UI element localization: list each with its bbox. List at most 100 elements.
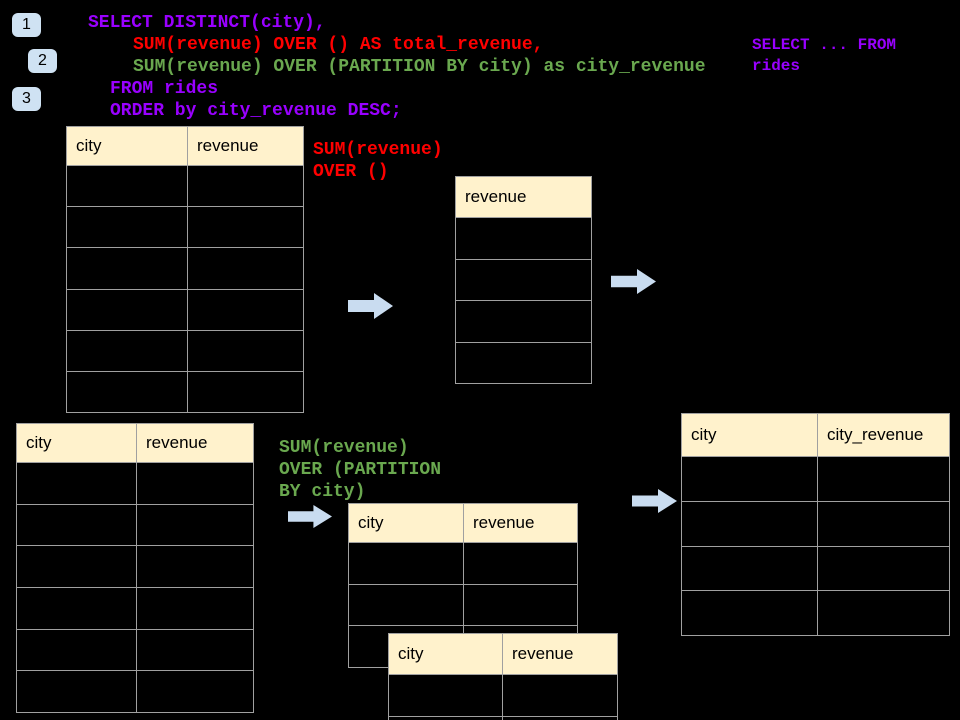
table-cell	[817, 590, 950, 637]
table-row	[348, 583, 578, 626]
table-cell	[136, 462, 254, 505]
table-cell	[66, 206, 188, 249]
table-cell	[187, 370, 304, 414]
table-total-revenue: revenue	[455, 176, 592, 384]
table-cell	[16, 587, 137, 630]
code-line-select: SELECT DISTINCT(city),	[88, 13, 326, 33]
table-row	[16, 587, 254, 630]
table-cell	[463, 583, 578, 626]
table-row	[16, 503, 254, 547]
table-cell	[817, 456, 950, 502]
table-row	[455, 258, 592, 301]
table-header-cell: revenue	[187, 126, 304, 166]
table-cell	[136, 545, 254, 589]
table-row	[455, 341, 592, 384]
table-cell	[455, 341, 592, 384]
table-cell	[187, 247, 304, 290]
table-cell	[187, 329, 304, 372]
table-cell	[66, 247, 188, 290]
table-cell	[348, 542, 464, 585]
table-cell	[502, 674, 618, 717]
annotation-over-partition-line-1: SUM(revenue)	[279, 438, 409, 458]
table-cell	[66, 329, 188, 372]
table-cell	[66, 164, 188, 208]
table-row	[66, 164, 304, 208]
table-cell	[16, 462, 137, 505]
table-cell	[66, 288, 188, 331]
code-line-sum-over-all: SUM(revenue) OVER () AS total_revenue,	[133, 35, 544, 55]
annotation-over-partition-line-3: BY city)	[279, 482, 366, 502]
table-cell	[388, 716, 503, 720]
table-row	[16, 545, 254, 589]
table-row	[455, 217, 592, 260]
table-header-cell: city_revenue	[817, 413, 950, 457]
table-cell	[455, 300, 592, 343]
table-row	[66, 288, 304, 331]
table-row	[16, 670, 254, 714]
table-cell	[455, 217, 592, 260]
table-header-cell: city	[681, 413, 818, 457]
table-cell	[681, 545, 818, 592]
table-cell	[66, 370, 188, 414]
table-cell	[388, 674, 503, 717]
table-cell	[502, 716, 618, 720]
table-header-cell: city	[388, 633, 503, 675]
table-result-city-revenue: city city_revenue	[681, 413, 950, 637]
table-header-row: city revenue	[66, 126, 304, 166]
table-row	[388, 716, 618, 720]
table-partition-back: city revenue	[348, 503, 578, 668]
table-row	[455, 300, 592, 343]
table-cell	[136, 628, 254, 672]
table-source-bottom: city revenue	[16, 423, 254, 714]
table-cell	[187, 288, 304, 331]
code-line-sum-over-partition: SUM(revenue) OVER (PARTITION BY city) as…	[133, 57, 706, 77]
table-row	[388, 674, 618, 717]
table-row	[681, 456, 950, 502]
annotation-over-partition: SUM(revenue) OVER (PARTITION BY city)	[279, 437, 441, 503]
annotation-over-all: SUM(revenue) OVER ()	[313, 139, 443, 183]
step-badge-3: 3	[12, 87, 41, 111]
table-header-row: revenue	[455, 176, 592, 218]
table-header-row: city revenue	[348, 503, 578, 543]
table-cell	[16, 670, 137, 714]
side-code-line-2: rides	[752, 57, 801, 75]
table-header-cell: city	[348, 503, 464, 543]
annotation-over-partition-line-2: OVER (PARTITION	[279, 460, 442, 480]
table-header-cell: city	[66, 126, 188, 166]
annotation-over-all-line-2: OVER ()	[313, 162, 389, 182]
table-row	[681, 590, 950, 637]
table-header-row: city city_revenue	[681, 413, 950, 457]
table-cell	[16, 503, 137, 547]
table-row	[348, 542, 578, 585]
table-row	[66, 206, 304, 249]
arrow-right-icon	[288, 505, 332, 528]
sql-query-code: SELECT DISTINCT(city), SUM(revenue) OVER…	[0, 12, 706, 122]
table-row	[16, 462, 254, 505]
table-cell	[681, 500, 818, 547]
table-cell	[136, 503, 254, 547]
table-cell	[681, 590, 818, 637]
table-cell	[16, 545, 137, 589]
code-line-from: FROM rides	[110, 79, 219, 99]
table-row	[66, 329, 304, 372]
table-cell	[187, 206, 304, 249]
arrow-right-icon	[632, 489, 677, 513]
table-cell	[463, 542, 578, 585]
side-code-line-1: SELECT ... FROM	[752, 36, 897, 54]
table-header-cell: revenue	[463, 503, 578, 543]
table-cell	[817, 500, 950, 547]
side-query-code: SELECT ... FROM rides	[752, 35, 896, 77]
table-row	[681, 545, 950, 592]
table-row	[681, 500, 950, 547]
table-header-cell: revenue	[502, 633, 618, 675]
table-row	[66, 370, 304, 414]
table-cell	[136, 587, 254, 630]
step-badge-2: 2	[28, 49, 57, 73]
table-cell	[348, 583, 464, 626]
table-cell	[817, 545, 950, 592]
table-cell	[187, 164, 304, 208]
table-cell	[681, 456, 818, 502]
step-badge-1: 1	[12, 13, 41, 37]
table-cell	[16, 628, 137, 672]
table-source-top: city revenue	[66, 126, 304, 414]
